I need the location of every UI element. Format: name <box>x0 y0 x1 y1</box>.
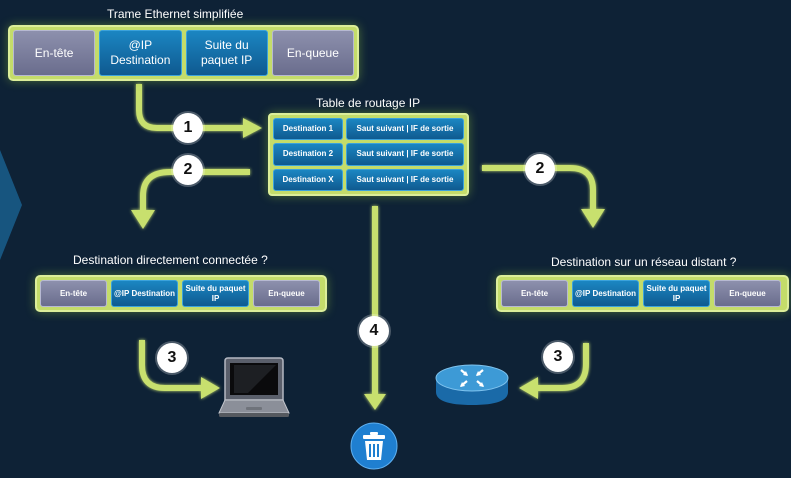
frame-field-trailer: En-queue <box>271 30 354 76</box>
frame-field-ip-payload: Suite du paquet IP <box>185 30 268 76</box>
side-chevron-decoration <box>0 150 22 260</box>
direct-connection-question: Destination directement connectée ? <box>73 253 268 267</box>
arrow-4-head <box>364 394 386 410</box>
routing-table-title: Table de routage IP <box>316 96 421 110</box>
frame-field-trailer: En-queue <box>714 280 781 307</box>
arrow-3-right-head <box>519 377 538 399</box>
arrow-1-path <box>136 84 243 131</box>
router-icon <box>435 364 509 405</box>
routing-table: Destination 1 Saut suivant | IF de sorti… <box>268 113 469 196</box>
route-next-hop: Saut suivant | IF de sortie <box>346 143 464 166</box>
laptop-icon <box>218 357 290 417</box>
route-next-hop: Saut suivant | IF de sortie <box>346 118 464 141</box>
frame-field-header: En-tête <box>501 280 568 307</box>
arrow-2-right-head <box>581 209 605 228</box>
trash-icon <box>350 422 398 470</box>
routing-table-row: Destination X Saut suivant | IF de sorti… <box>273 168 464 191</box>
step-badge-2-left: 2 <box>173 155 203 185</box>
route-destination: Destination X <box>273 168 343 191</box>
frame-field-ip-destination: @IP Destination <box>572 280 639 307</box>
step-badge-4: 4 <box>359 316 389 346</box>
frame-field-trailer: En-queue <box>253 280 320 307</box>
arrow-3-right-path <box>536 343 589 391</box>
frame-field-header: En-tête <box>40 280 107 307</box>
frame-field-ip-payload: Suite du paquet IP <box>643 280 710 307</box>
remote-network-question: Destination sur un réseau distant ? <box>551 255 737 269</box>
step-badge-3-right: 3 <box>543 342 573 372</box>
route-destination: Destination 2 <box>273 143 343 166</box>
ethernet-frame-title: Trame Ethernet simplifiée <box>107 7 244 21</box>
step-badge-1: 1 <box>173 113 203 143</box>
frame-field-ip-payload: Suite du paquet IP <box>182 280 249 307</box>
remote-frame: En-tête @IP Destination Suite du paquet … <box>496 275 789 312</box>
route-next-hop: Saut suivant | IF de sortie <box>346 168 464 191</box>
direct-frame: En-tête @IP Destination Suite du paquet … <box>35 275 327 312</box>
step-badge-2-right: 2 <box>525 154 555 184</box>
step-badge-3-left: 3 <box>157 343 187 373</box>
arrow-3-left-path <box>139 340 203 391</box>
ethernet-frame: En-tête @IP Destination Suite du paquet … <box>8 25 359 81</box>
frame-field-ip-destination: @IP Destination <box>111 280 178 307</box>
arrow-2-left-path <box>140 169 250 212</box>
frame-field-header: En-tête <box>13 30 96 76</box>
arrow-1-head <box>243 118 262 138</box>
arrow-3-left-head <box>201 377 220 399</box>
route-destination: Destination 1 <box>273 118 343 141</box>
arrow-2-right-path <box>482 165 596 211</box>
arrow-2-left-head <box>131 210 155 229</box>
routing-table-row: Destination 2 Saut suivant | IF de sorti… <box>273 143 464 166</box>
routing-table-row: Destination 1 Saut suivant | IF de sorti… <box>273 118 464 141</box>
frame-field-ip-destination: @IP Destination <box>99 30 182 76</box>
